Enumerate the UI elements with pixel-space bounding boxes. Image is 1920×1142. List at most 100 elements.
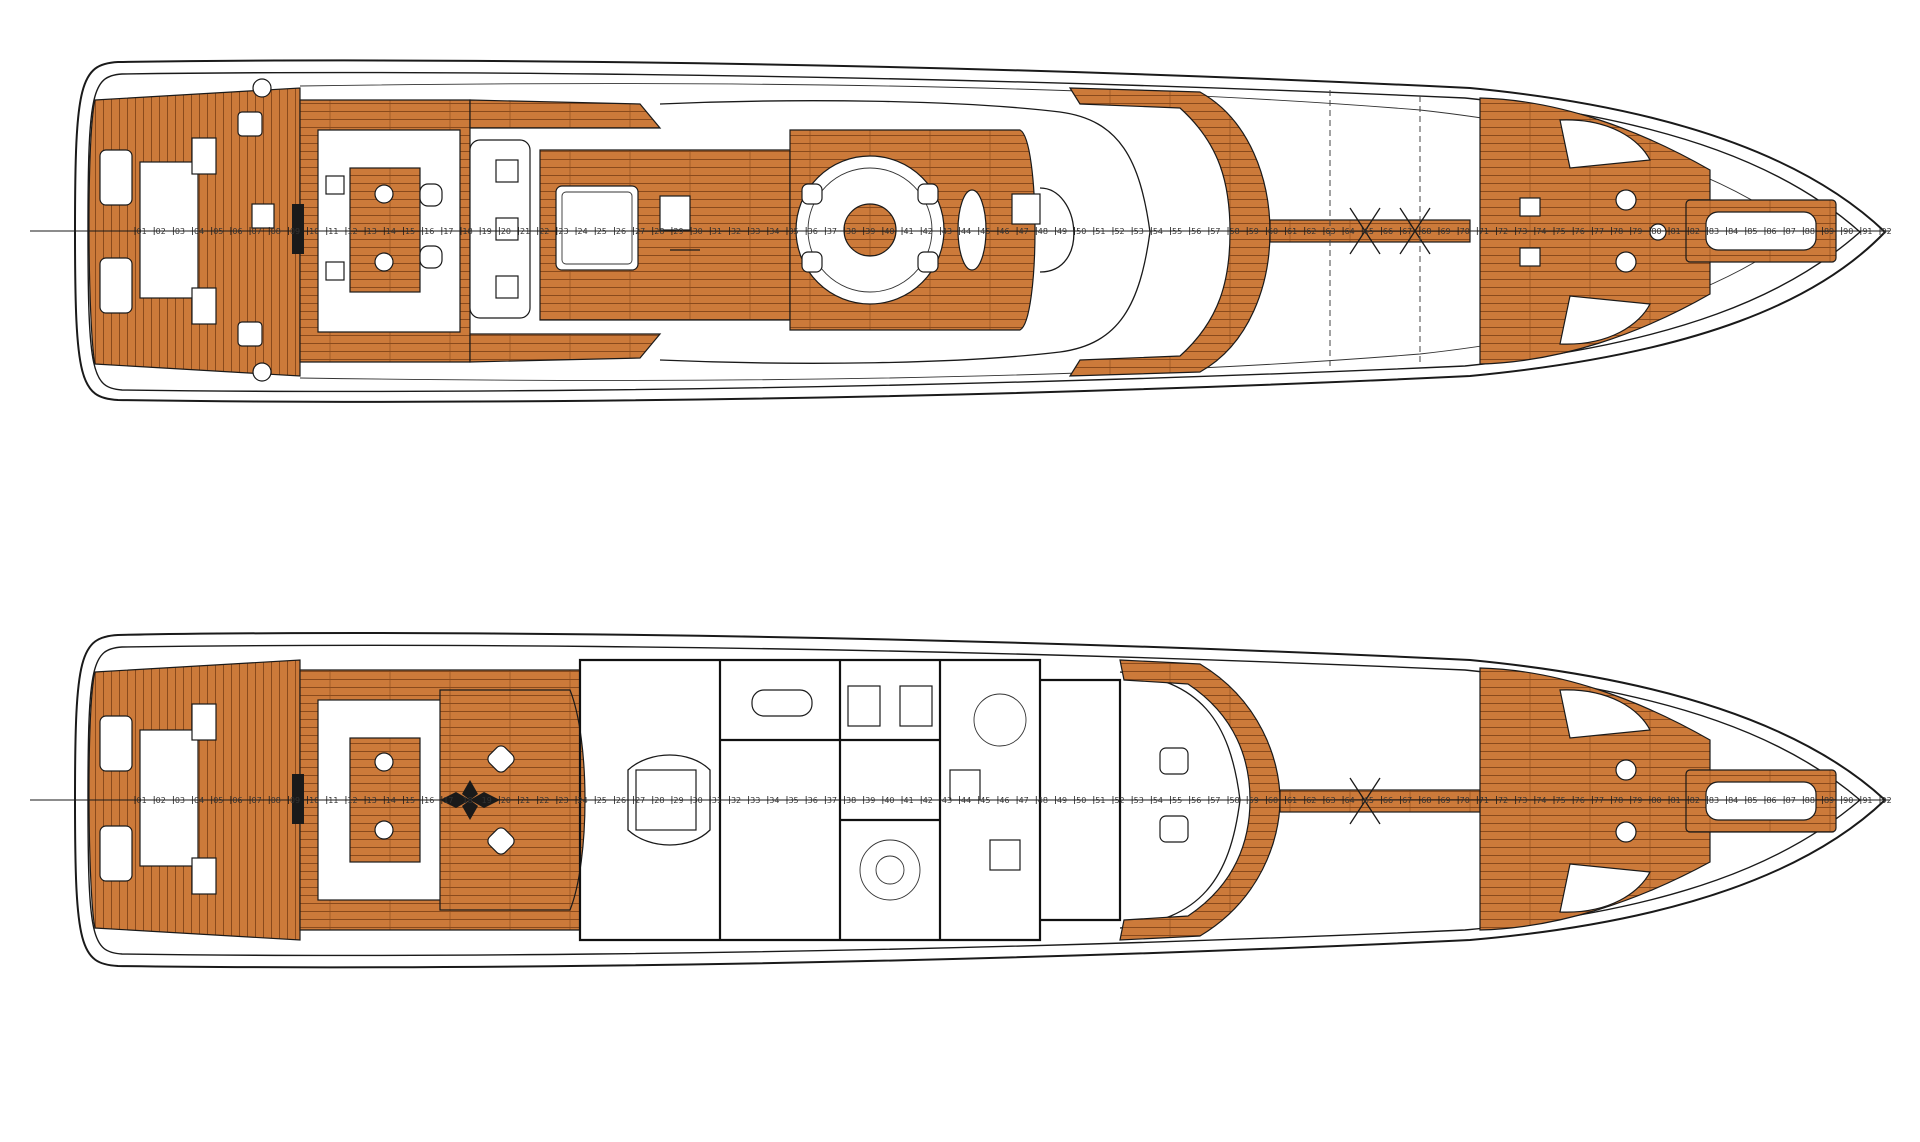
frame-label: 10: [309, 796, 319, 805]
main-stair-fwd: [973, 693, 1027, 747]
frame-label: 39: [865, 227, 875, 236]
upper-console-seat: [495, 275, 519, 299]
frame-label: 60: [1268, 796, 1278, 805]
frame-label: 11: [328, 227, 338, 236]
frame-label: 57: [1210, 796, 1220, 805]
upper-capstan: [1615, 189, 1637, 211]
frame-label: 41: [904, 227, 914, 236]
frame-label: 74: [1536, 227, 1546, 236]
frame-label: 34: [769, 227, 779, 236]
frame-label: 31: [712, 796, 722, 805]
frame-label: 45: [980, 796, 990, 805]
frame-label: 01: [137, 227, 147, 236]
frame-label: 84: [1728, 796, 1738, 805]
frame-label: 29: [673, 796, 683, 805]
main-closet: [899, 685, 933, 727]
frame-label: 01: [137, 796, 147, 805]
frame-label: 40: [884, 227, 894, 236]
frame-label: 17: [443, 796, 453, 805]
frame-label: 36: [808, 227, 818, 236]
upper-tender-stbd: [1559, 295, 1651, 345]
main-fwd-chair: [1159, 815, 1189, 843]
upper-lounge-chair: [325, 175, 345, 195]
frame-label: 26: [616, 227, 626, 236]
frame-label: 55: [1172, 227, 1182, 236]
frame-label: 44: [961, 796, 971, 805]
upper-lounge-chair: [419, 183, 443, 207]
frame-label: 68: [1421, 227, 1431, 236]
main-closet: [847, 685, 881, 727]
upper-capstan: [1615, 251, 1637, 273]
main-fwd-chair: [1159, 747, 1189, 775]
frame-label: 56: [1191, 796, 1201, 805]
frame-label: 12: [347, 796, 357, 805]
frame-label: 46: [999, 227, 1009, 236]
frame-label: 23: [558, 227, 568, 236]
upper-winch: [252, 362, 272, 382]
frame-label: 57: [1210, 227, 1220, 236]
frame-label: 04: [194, 796, 204, 805]
main-cockpit-bar: [292, 774, 304, 824]
frame-label: 09: [290, 796, 300, 805]
frame-label: 44: [961, 227, 971, 236]
frame-label: 14: [386, 227, 396, 236]
frame-label: 64: [1345, 796, 1355, 805]
frame-label: 03: [175, 227, 185, 236]
frame-label: 50: [1076, 227, 1086, 236]
frame-label: 92: [1882, 227, 1892, 236]
upper-bar: [292, 204, 304, 254]
frame-label: 81: [1671, 227, 1681, 236]
frame-label: 49: [1057, 796, 1067, 805]
frame-label: 27: [635, 227, 645, 236]
frame-label: 67: [1402, 227, 1412, 236]
upper-sunbed: [659, 195, 691, 231]
upper-bar-stool: [251, 203, 275, 229]
frame-label: 56: [1191, 227, 1201, 236]
upper-aft-lounger: [99, 149, 133, 206]
frame-label: 73: [1517, 796, 1527, 805]
frame-label: 23: [558, 796, 568, 805]
upper-tender-port: [1559, 119, 1651, 169]
frame-label: 77: [1594, 796, 1604, 805]
upper-dining-chair: [917, 251, 939, 273]
frame-label: 72: [1498, 796, 1508, 805]
upper-dining-chair: [801, 251, 823, 273]
frame-label: 80: [1651, 796, 1661, 805]
frame-label: 53: [1134, 796, 1144, 805]
main-fwd-bench: [1119, 659, 1281, 941]
frame-label: 66: [1383, 227, 1393, 236]
upper-console-seat: [495, 159, 519, 183]
frame-label: 62: [1306, 796, 1316, 805]
upper-aft-cushion: [191, 287, 217, 325]
frame-label: 66: [1383, 796, 1393, 805]
frame-label: 29: [673, 227, 683, 236]
frame-label: 45: [980, 227, 990, 236]
frame-label: 89: [1824, 796, 1834, 805]
frame-label: 16: [424, 227, 434, 236]
frame-label: 30: [693, 227, 703, 236]
frame-label: 40: [884, 796, 894, 805]
frame-label: 69: [1440, 227, 1450, 236]
frame-label: 06: [232, 796, 242, 805]
frame-label: 47: [1019, 796, 1029, 805]
frame-label: 16: [424, 796, 434, 805]
frame-label: 63: [1325, 227, 1335, 236]
upper-foredeck-table: [957, 189, 987, 271]
frame-label: 79: [1632, 796, 1642, 805]
frame-label: 55: [1172, 796, 1182, 805]
frame-label: 42: [923, 796, 933, 805]
upper-dining-canopy-inner: [807, 167, 933, 293]
frame-label: 50: [1076, 796, 1086, 805]
main-chock: [1349, 777, 1381, 825]
main-foredeck: [1479, 667, 1711, 931]
upper-jacuzzi: [555, 185, 639, 271]
frame-label: 27: [635, 796, 645, 805]
frame-label: 78: [1613, 227, 1623, 236]
frame-label: 08: [271, 796, 281, 805]
main-aft-cushion: [191, 703, 217, 741]
upper-console-seat: [495, 217, 519, 241]
